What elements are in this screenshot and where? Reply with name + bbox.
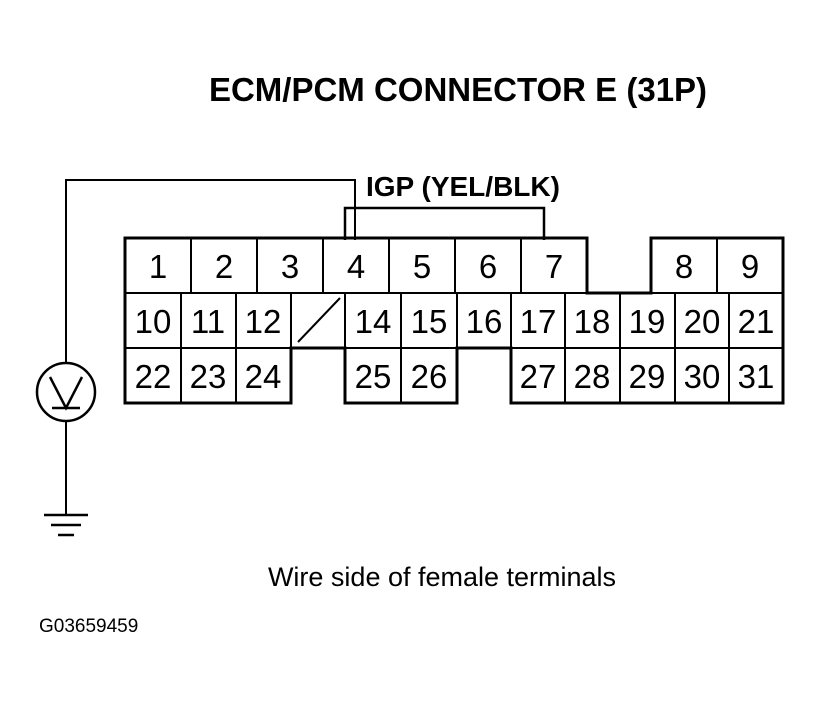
terminal-label: 9 (741, 248, 759, 285)
terminal-label: 10 (135, 303, 172, 340)
terminal-label: 5 (413, 248, 431, 285)
terminal-label: 25 (355, 358, 392, 395)
terminal-label: 28 (574, 358, 611, 395)
terminal-label: 2 (215, 248, 233, 285)
terminal-label: 14 (355, 303, 392, 340)
wire-label: IGP (YEL/BLK) (366, 171, 560, 202)
terminal-label: 19 (629, 303, 666, 340)
terminal-label: 1 (149, 248, 167, 285)
terminal-label: 31 (738, 358, 775, 395)
terminal-label: 20 (684, 303, 721, 340)
terminal-label: 27 (520, 358, 557, 395)
terminal-label: 12 (245, 303, 282, 340)
terminal-label: 16 (466, 303, 503, 340)
figure-id: G03659459 (39, 616, 138, 637)
terminal-label: 17 (520, 303, 557, 340)
igp-wire-bracket (343, 206, 546, 240)
terminal-label: 26 (411, 358, 448, 395)
terminal-label: 22 (135, 358, 172, 395)
ground-icon (44, 513, 88, 537)
terminal-numbers: 1 2 3 4 5 6 7 8 9 10 11 12 14 15 16 17 1… (135, 248, 775, 395)
terminal-label: 6 (479, 248, 497, 285)
terminal-label: 4 (347, 248, 365, 285)
terminal-label: 3 (281, 248, 299, 285)
terminal-label: 29 (629, 358, 666, 395)
voltmeter-icon (35, 361, 97, 423)
terminal-label: 24 (245, 358, 282, 395)
terminal-label: 23 (190, 358, 227, 395)
terminal-label: 21 (738, 303, 775, 340)
caption: Wire side of female terminals (268, 562, 616, 592)
diagram-title: ECM/PCM CONNECTOR E (31P) (209, 71, 707, 108)
terminal-label: 30 (684, 358, 721, 395)
terminal-label: 8 (675, 248, 693, 285)
terminal-label: 18 (574, 303, 611, 340)
terminal-label: 7 (545, 248, 563, 285)
terminal-label: 15 (411, 303, 448, 340)
probe-wire (65, 179, 356, 364)
terminal-label: 11 (191, 303, 225, 340)
terminal-grid (125, 238, 783, 403)
